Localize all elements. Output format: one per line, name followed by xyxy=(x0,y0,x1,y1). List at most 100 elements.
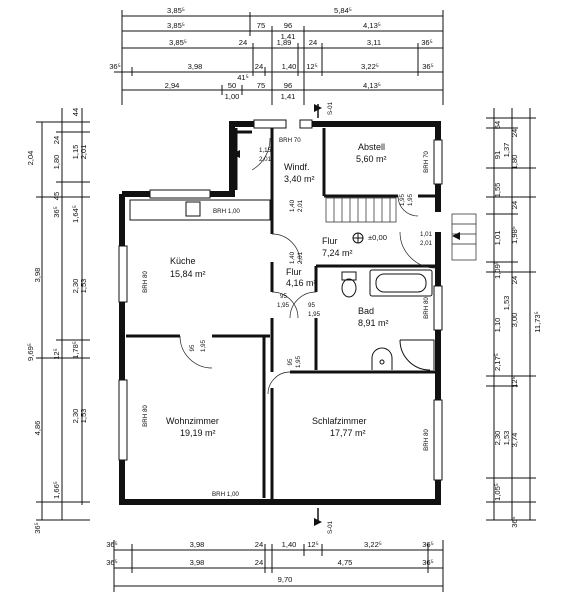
door-label: 1,40 xyxy=(289,251,296,264)
left-dimension-text: 2,04 3,98 9,69⁵ 4,86 36⁵ 24 1,80 45 36⁵ … xyxy=(26,108,88,534)
dim-top: 96 xyxy=(284,21,292,30)
dim-top: 3,85⁵ xyxy=(167,21,185,30)
dim-right: 1,05⁵ xyxy=(493,483,502,501)
dim-left: 4,86 xyxy=(33,421,42,436)
dim-left: 44 xyxy=(71,108,80,116)
door-labels: 1,15 2,01 1,40 2,01 1,40 2,01 95 1,95 95… xyxy=(189,147,433,368)
dim-top: 1,40 xyxy=(282,62,297,71)
dim-top: 3,22⁵ xyxy=(361,62,379,71)
dim-right: 1,10 xyxy=(493,318,502,333)
dim-bottom: 3,22⁵ xyxy=(364,540,382,549)
dim-left: 2,30 xyxy=(71,409,80,424)
dim-top: 36⁵ xyxy=(421,38,433,47)
dim-right: 54 xyxy=(493,121,502,129)
dim-right: 24 xyxy=(510,201,519,209)
dim-right: 3,00 xyxy=(510,313,519,328)
dim-left: 1,15 xyxy=(71,145,80,160)
dim-bottom: 36⁵ xyxy=(106,540,118,549)
dim-bottom: 1,40 xyxy=(282,540,297,549)
door-label: 95 xyxy=(189,344,196,351)
dim-bottom: 3,98 xyxy=(190,540,205,549)
bottom-dimension-lines xyxy=(113,540,444,592)
room-area: 19,19 m² xyxy=(180,428,216,438)
dim-top: 36⁵ xyxy=(109,62,121,71)
brh-labels: BRH 70 BRH 70 BRH 1,00 BRH 1,00 BRH 80 B… xyxy=(142,137,430,498)
section-marker-bottom: S-01 xyxy=(314,508,334,534)
dim-left: 2,30 xyxy=(71,279,80,294)
brh-label: BRH 80 xyxy=(142,405,149,427)
room-area: 15,84 m² xyxy=(170,269,206,279)
dim-top: 1,89 xyxy=(277,38,292,47)
dim-top: 41⁵ xyxy=(237,73,249,82)
room-name: Abstell xyxy=(358,142,385,152)
dim-left: 2,04 xyxy=(26,151,35,166)
dim-top: 1,00 xyxy=(225,92,240,101)
room-area: 3,40 m² xyxy=(284,174,315,184)
dim-right: 1,01 xyxy=(493,231,502,246)
dim-left: 36⁵ xyxy=(52,206,61,218)
dim-left: 1,66⁵ xyxy=(52,481,61,499)
room-name: Flur xyxy=(322,236,338,246)
dim-right: 24 xyxy=(510,129,519,137)
dim-right: 1,98⁵ xyxy=(510,226,519,244)
brh-label: BRH 80 xyxy=(142,271,149,293)
door-label: 2,01 xyxy=(297,199,304,212)
dim-bottom: 36⁵ xyxy=(106,558,118,567)
entry-arrow-icon xyxy=(232,150,460,240)
dim-top: 75 xyxy=(257,21,265,30)
dim-right: 1,53 xyxy=(502,296,511,311)
door-label: 1,95 xyxy=(200,339,207,352)
dim-left: 36⁵ xyxy=(33,522,42,534)
room-name: Schlafzimmer xyxy=(312,416,367,426)
door-label: 1,95 xyxy=(399,193,406,206)
room-area: 17,77 m² xyxy=(330,428,366,438)
toilet xyxy=(341,271,357,298)
door-label: 95 xyxy=(287,358,294,365)
dim-top: 96 xyxy=(284,81,292,90)
dim-top: 12⁵ xyxy=(306,62,318,71)
exterior-stairs xyxy=(451,213,477,261)
door-label: 1,01 xyxy=(420,231,433,238)
dim-right: 36⁵ xyxy=(510,516,519,528)
door-label: 95 xyxy=(308,302,315,309)
outer-walls xyxy=(119,121,441,505)
door-label: 1,95 xyxy=(277,302,290,309)
dim-top: 50 xyxy=(228,81,236,90)
door-label: 2,01 xyxy=(297,251,304,264)
bathtub xyxy=(369,269,433,297)
level-mark: ±0,00 xyxy=(352,232,387,244)
dim-top: 3,11 xyxy=(367,38,381,47)
door-label: 1,40 xyxy=(289,199,296,212)
level-label: ±0,00 xyxy=(368,233,387,242)
door-label: 1,15 xyxy=(259,147,272,154)
dim-left: 1,80 xyxy=(52,155,61,170)
room-name: Flur xyxy=(286,267,302,277)
room-name: Windf. xyxy=(284,162,310,172)
dim-left: 1,53 xyxy=(79,409,88,424)
dim-top: 75 xyxy=(257,81,265,90)
brh-label: BRH 1,00 xyxy=(213,208,240,215)
dim-right: 91 xyxy=(493,151,502,159)
dim-top: 24 xyxy=(239,38,247,47)
room-name: Bad xyxy=(358,306,374,316)
dim-right: 1,55 xyxy=(493,183,502,198)
room-area: 4,16 m² xyxy=(286,278,317,288)
dim-right: 1,09⁵ xyxy=(493,261,502,279)
dim-top: 1,41 xyxy=(281,92,296,101)
dim-right: 2,17⁵ xyxy=(493,353,502,371)
bottom-dimension-text: 36⁵ 3,98 24 1,40 12⁵ 3,22⁵ 36⁵ 36⁵ 3,98 … xyxy=(106,540,434,584)
room-area: 5,60 m² xyxy=(356,154,387,164)
stairs xyxy=(325,197,397,223)
dim-right: 24 xyxy=(510,276,519,284)
brh-label: BRH 80 xyxy=(423,297,430,319)
dim-top: 4,13⁵ xyxy=(363,81,381,90)
dim-left: 1,64⁵ xyxy=(71,205,80,223)
dim-right: 2,30 xyxy=(493,431,502,446)
brh-label: BRH 70 xyxy=(423,151,430,173)
door-label: 1,95 xyxy=(407,193,414,206)
windows xyxy=(118,119,443,481)
room-area: 8,91 m² xyxy=(358,318,389,328)
dim-bottom: 24 xyxy=(255,540,263,549)
dim-bottom: 36⁵ xyxy=(422,540,434,549)
